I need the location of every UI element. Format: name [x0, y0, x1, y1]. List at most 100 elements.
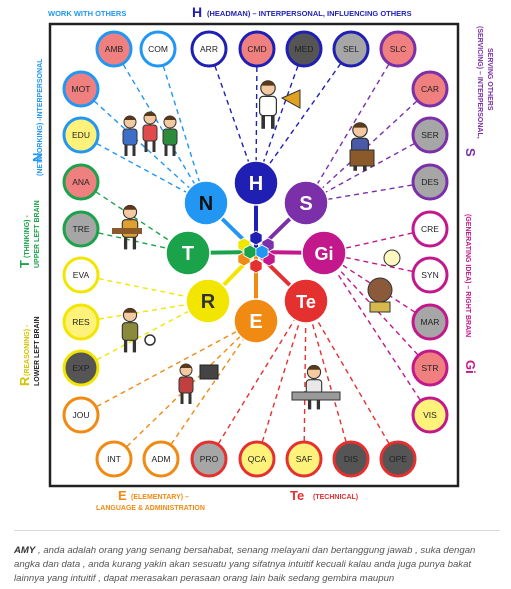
core-label-s: S — [299, 193, 312, 215]
left-r-sub: LOWER LEFT BRAIN — [34, 316, 41, 386]
right-gi-header: (GENERATING IDEA) – RIGHT BRAIN — [464, 214, 471, 337]
role-circle-des — [411, 163, 449, 201]
role-circle-cmd — [238, 30, 276, 68]
connector-mot — [80, 88, 207, 204]
left-t-sub: UPPER LEFT BRAIN — [34, 200, 41, 268]
technician-icon — [305, 364, 323, 410]
role-label-mar: MAR — [421, 317, 440, 327]
caption-lead: AMY — [14, 545, 36, 556]
role-circle-adm — [142, 440, 180, 478]
top-header-letter: H — [192, 4, 202, 20]
suitcase-icon — [349, 149, 375, 167]
role-circle-arr — [190, 30, 228, 68]
connector-dis — [305, 300, 352, 460]
role-label-adm: ADM — [152, 454, 171, 464]
bottom-e-letter: E — [118, 488, 127, 503]
right-gi-text: (GENERATING IDEA) – RIGHT BRAIN — [464, 214, 471, 337]
caption-text: , anda adalah orang yang senang bersahab… — [14, 545, 476, 584]
detective-icon — [121, 307, 139, 353]
megaphone-icon — [280, 89, 301, 109]
bottom-e-text: (ELEMENTARY) – — [131, 494, 189, 501]
bottom-te-letter: Te — [290, 488, 304, 503]
lightbulb-icon — [383, 249, 401, 267]
role-label-exp: EXP — [72, 363, 89, 373]
caption-paragraph: AMY , anda adalah orang yang senang bers… — [14, 544, 504, 586]
left-n-header: (NETWORKING) -INTERPERSONAL — [37, 58, 44, 176]
top-left-header: WORK WITH OTHERS — [48, 9, 126, 18]
role-label-syn: SYN — [421, 270, 438, 280]
diagram-frame — [48, 22, 460, 488]
role-label-dis: DIS — [344, 454, 359, 464]
caption-separator — [14, 530, 500, 531]
center-hex — [249, 230, 263, 246]
role-label-eva: EVA — [73, 270, 90, 280]
connector-exp — [80, 300, 209, 369]
connector-pro — [208, 300, 307, 460]
role-label-arr: ARR — [200, 44, 218, 54]
role-circle-str — [411, 349, 449, 387]
core-circle-r — [185, 278, 231, 324]
connector-saf — [303, 300, 307, 460]
core-label-n: N — [199, 193, 213, 215]
role-circle-med — [285, 30, 323, 68]
connector-jou — [80, 320, 257, 416]
people-group-icon — [162, 115, 178, 156]
role-circle-res — [62, 303, 100, 341]
role-label-cmd: CMD — [247, 44, 266, 54]
people-group-icon — [122, 115, 138, 156]
core-label-e: E — [249, 311, 262, 333]
left-n-letter: N — [30, 153, 45, 162]
connector-adm — [160, 320, 257, 460]
role-circle-jou — [62, 396, 100, 434]
role-label-mot: MOT — [72, 84, 91, 94]
core-label-t: T — [182, 243, 194, 265]
role-circle-slc — [379, 30, 417, 68]
left-n-text: (NETWORKING) -INTERPERSONAL — [37, 58, 44, 176]
role-label-qca: QCA — [248, 454, 267, 464]
role-label-int: INT — [107, 454, 121, 464]
connector-slc — [305, 48, 399, 204]
illustrations — [112, 80, 401, 410]
role-circle-dis — [332, 440, 370, 478]
right-s-sub: SERVING OTHERS — [486, 48, 493, 111]
role-label-car: CAR — [421, 84, 439, 94]
role-label-vis: VIS — [423, 410, 437, 420]
core-circle-gi — [301, 230, 347, 276]
core-label-te: Te — [296, 292, 316, 312]
role-circle-edu — [62, 116, 100, 154]
connector-med — [255, 48, 305, 184]
top-header-text: (HEADMAN) – INTERPERSONAL, INFLUENCING O… — [207, 9, 412, 18]
role-circle-ana — [62, 163, 100, 201]
role-circle-sel — [332, 30, 370, 68]
connector-amb — [113, 48, 207, 204]
role-circle-mot — [62, 70, 100, 108]
role-circle-ser — [411, 116, 449, 154]
role-label-cre: CRE — [421, 224, 439, 234]
role-label-com: COM — [148, 44, 168, 54]
connector-ser — [305, 134, 431, 204]
left-t-text: (THINKING) - — [24, 215, 31, 258]
role-label-str: STR — [422, 363, 439, 373]
role-label-ana: ANA — [72, 177, 90, 187]
role-circle-car — [411, 70, 449, 108]
bottom-te-text: (TECHNICAL) — [313, 494, 358, 501]
connector-res — [80, 300, 209, 323]
computer-icon — [199, 364, 219, 380]
left-n-letter-wrap: N — [30, 153, 45, 162]
core-circle-s — [283, 180, 329, 226]
core-circle-h — [233, 160, 279, 206]
right-s-text: (SERVICING) – INTERPERSONAL, — [476, 26, 483, 139]
role-label-amb: AMB — [105, 44, 124, 54]
bottom-e-sub: LANGUAGE & ADMINISTRATION — [96, 505, 205, 512]
role-label-res: RES — [72, 317, 90, 327]
role-label-ser: SER — [421, 130, 438, 140]
core-circle-n — [183, 180, 229, 226]
role-label-med: MED — [295, 44, 314, 54]
role-circle-cre — [411, 210, 449, 248]
core-label-h: H — [249, 173, 263, 195]
role-circle-eva — [62, 256, 100, 294]
core-circle-te — [283, 278, 329, 324]
